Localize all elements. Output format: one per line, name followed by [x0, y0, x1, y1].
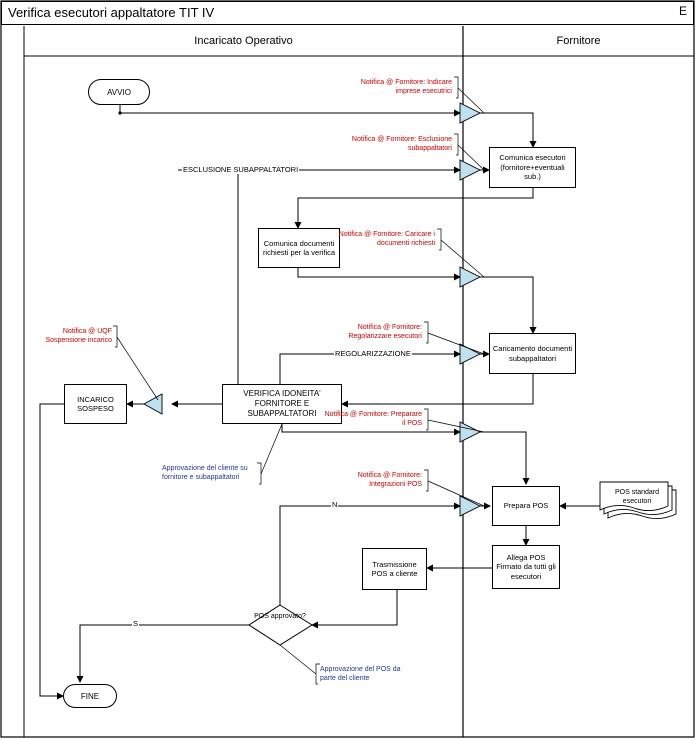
flow-label-regolarizzazione: REGOLARIZZAZIONE	[334, 349, 412, 359]
comunica-documenti-box: Comunica documenti richiesti per la veri…	[258, 228, 340, 268]
annotation-approvazione-cliente: Approvazione del cliente su fornitore e …	[162, 465, 248, 481]
notify-indicare-imprese: Notifica @ Fornitore: Indicare imprese e…	[360, 79, 452, 95]
pos-standard-label: POS standard esecutori	[615, 489, 659, 505]
gateway-1	[459, 102, 482, 124]
gateway-3	[459, 266, 482, 288]
page-title: Verifica esecutori appaltatore TIT IV	[8, 5, 215, 20]
notify-regolarizzare: Notifica @ Fornitore: Regolarizzare esec…	[348, 324, 422, 340]
title-bar: Verifica esecutori appaltatore TIT IV E	[1, 1, 694, 25]
gateway-4	[459, 343, 482, 365]
lane-header-incaricato: Incaricato Operativo	[194, 35, 293, 47]
notify-sospensione: Notifica @ UQF Sospensione incarico	[45, 328, 112, 344]
verifica-idoneita-box: VERIFICA IDONEITA' FORNITORE E SUBAPPALT…	[222, 384, 342, 424]
flow-label-no: N	[331, 500, 339, 510]
comunica-esecutori-box: Comunica esecutori (fornitore+eventuali …	[489, 147, 576, 188]
notify-preparare-pos: Notifica @ Fornitore: Preparare il POS	[324, 411, 422, 427]
pos-standard-document	[599, 481, 677, 519]
notify-caricare-documenti: Notifica @ Fornitore: Caricare i documen…	[338, 231, 435, 247]
lane-header-fornitore: Fornitore	[556, 35, 601, 47]
decision-diamond	[248, 604, 313, 646]
pos-approvato-label: POS approvato?	[254, 613, 306, 620]
caricamento-documenti-box: Caricamento documenti subappaltatori	[489, 333, 576, 374]
trasmissione-pos-box: Trasmissione POS a cliente	[362, 548, 427, 590]
notify-esclusione-sub: Notifica @ Fornitore: Esclusione subappa…	[351, 136, 452, 152]
gateway-5	[459, 421, 482, 443]
gateway-left	[143, 393, 163, 415]
gateway-2	[459, 159, 482, 181]
end-node: FINE	[63, 684, 117, 708]
prepara-pos-box: Prepara POS	[492, 486, 560, 526]
gateway-6	[459, 495, 482, 517]
incarico-sospeso-box: INCARICO SOSPESO	[64, 384, 127, 424]
annotation-approvazione-pos: Approvazione del POS da parte del client…	[320, 666, 401, 682]
flow-label-si: S	[132, 619, 140, 629]
allega-pos-box: Allega POS Firmato da tutti gli esecutor…	[492, 545, 560, 589]
start-node: AVVIO	[88, 79, 150, 105]
page-code: E	[678, 4, 687, 18]
flow-label-esclusione: ESCLUSIONE SUBAPPALTATORI	[182, 165, 300, 175]
notify-integrazioni-pos: Notifica @ Fornitore: Integrazioni POS	[357, 472, 422, 488]
